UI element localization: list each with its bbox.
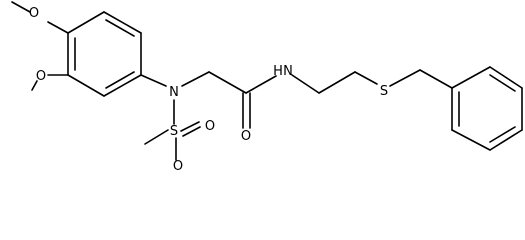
bond — [489, 66, 523, 89]
bond — [181, 71, 210, 87]
oxygen-label: O — [241, 129, 251, 144]
chemical-structure-diagram: O O N S O O O N H S — [11, 1, 523, 172]
bond — [67, 74, 105, 97]
bond — [182, 126, 201, 137]
bond — [31, 80, 38, 91]
bond — [354, 71, 378, 85]
bond — [180, 121, 200, 132]
bond — [103, 74, 142, 97]
bond — [144, 129, 169, 145]
oxygen-label: O — [29, 6, 39, 21]
bond — [451, 129, 491, 151]
double-bond-inner — [489, 126, 516, 143]
bond — [451, 66, 491, 89]
bond — [291, 74, 320, 94]
bond — [318, 71, 356, 94]
oxygen-label: O — [205, 119, 215, 134]
sulfonamide-backbone — [140, 71, 210, 161]
nitrogen-label: N — [169, 85, 179, 100]
nitrogen-label: N — [283, 64, 293, 79]
benzyl-ring — [451, 66, 523, 151]
bond — [140, 74, 167, 87]
acetamide-chain — [208, 69, 453, 129]
sulfur-label: S — [380, 84, 388, 99]
bond — [67, 11, 105, 34]
sulfur-label: S — [170, 124, 178, 139]
oxygen-label: O — [36, 69, 46, 84]
oxygen-label: O — [173, 159, 183, 172]
dimethoxyphenyl-ring — [67, 11, 142, 97]
double-bond-inner — [105, 71, 135, 89]
atom-labels: O O N S O O O N H S — [29, 6, 388, 172]
bond — [47, 21, 69, 34]
double-bond-inner — [489, 74, 516, 92]
bond — [11, 1, 31, 13]
bond — [245, 75, 277, 94]
bond — [419, 69, 453, 89]
hydrogen-label: H — [273, 64, 283, 79]
double-bond-inner — [105, 19, 135, 37]
bond — [389, 69, 421, 87]
bond — [208, 71, 247, 94]
bond — [103, 11, 142, 34]
methoxy-groups — [11, 1, 69, 91]
bond — [489, 129, 523, 151]
